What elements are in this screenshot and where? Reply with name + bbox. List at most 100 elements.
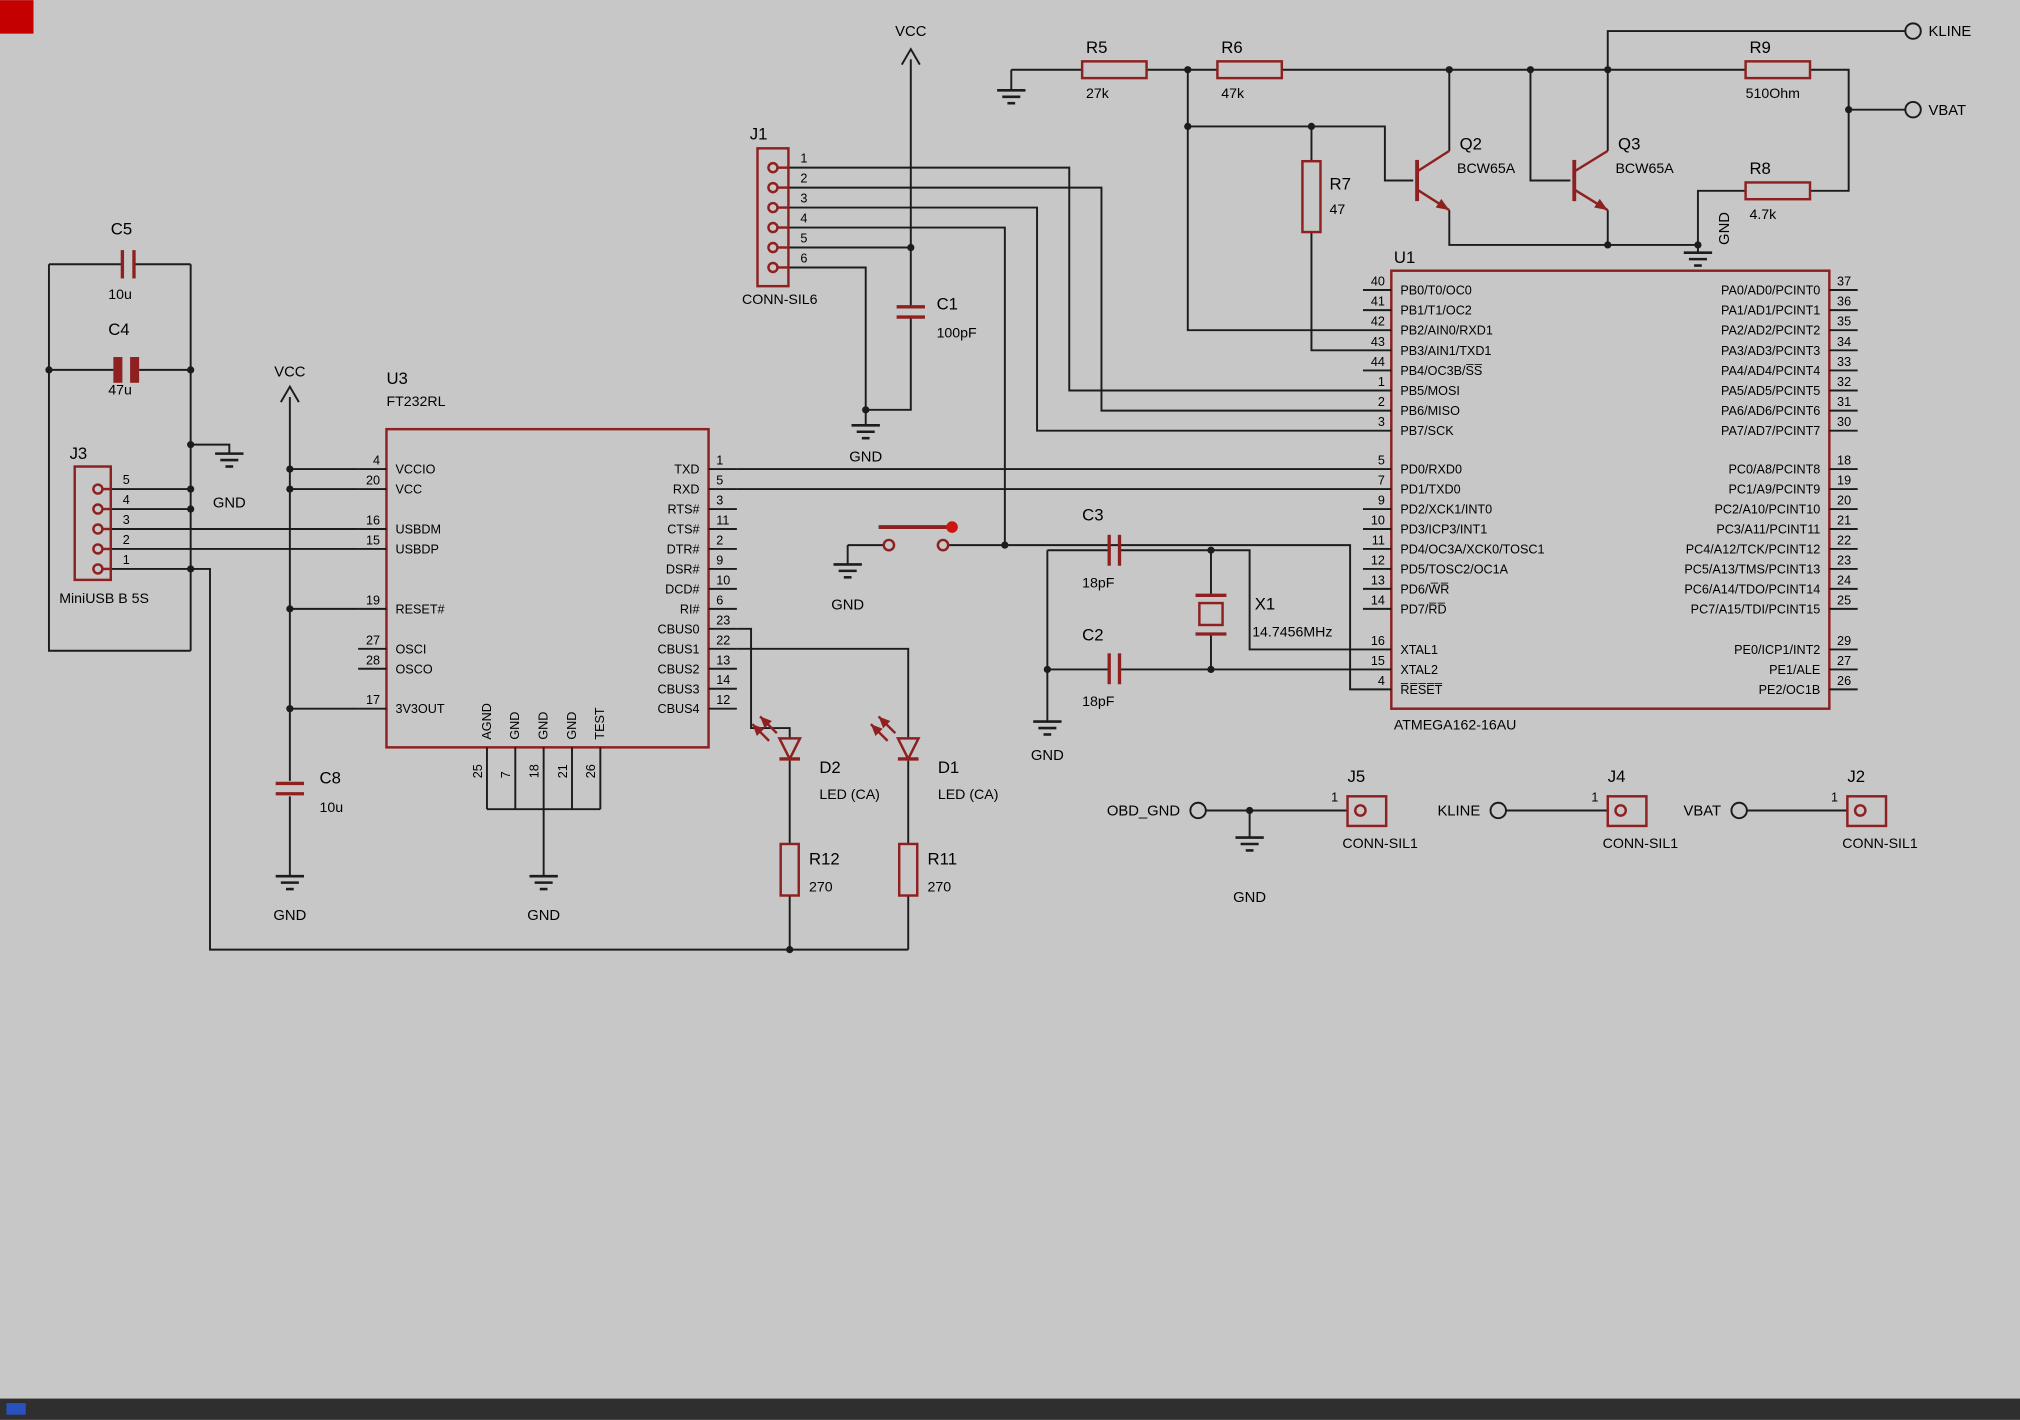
svg-text:PC3/A11/PCINT11: PC3/A11/PCINT11 bbox=[1716, 523, 1820, 537]
u3-pin-left: 4 VCCIO bbox=[358, 454, 436, 477]
u1-pin-left: 9 PD2/XCK1/INT0 bbox=[1362, 494, 1492, 517]
u3-pin-right: 3 RTS# bbox=[668, 494, 737, 517]
u3-pin-right: 2 DTR# bbox=[667, 533, 737, 556]
gnd-symbol bbox=[1235, 836, 1264, 852]
svg-text:PB6/MISO: PB6/MISO bbox=[1400, 404, 1460, 418]
svg-text:CBUS1: CBUS1 bbox=[657, 642, 699, 656]
u1-pin-right: 31 PA6/AD6/PCINT6 bbox=[1721, 395, 1858, 418]
terminal-kline-top[interactable]: KLINE bbox=[1904, 22, 1971, 40]
component-d2[interactable]: D2 LED (CA) bbox=[749, 713, 880, 803]
component-j2[interactable]: J2 1 CONN-SIL1 bbox=[1831, 767, 1918, 852]
u1-pin-right: 34 PA3/AD3/PCINT3 bbox=[1721, 335, 1858, 358]
svg-text:PA1/AD1/PCINT1: PA1/AD1/PCINT1 bbox=[1721, 304, 1820, 318]
svg-text:VCC: VCC bbox=[395, 483, 422, 497]
c3-ref: C3 bbox=[1082, 506, 1103, 525]
svg-text:PC1/A9/PCINT9: PC1/A9/PCINT9 bbox=[1729, 483, 1821, 497]
component-j1[interactable]: J1 CONN-SIL6 1 2 3 4 bbox=[742, 124, 818, 308]
j5-ref: J5 bbox=[1348, 767, 1366, 786]
component-reset-button[interactable] bbox=[878, 521, 958, 552]
component-c1[interactable]: C1 100pF bbox=[896, 294, 977, 342]
svg-text:PD7/R̅D̅: PD7/R̅D̅ bbox=[1400, 602, 1446, 616]
component-r11[interactable]: R11 270 bbox=[897, 842, 957, 897]
wires bbox=[47, 30, 1906, 951]
terminal-obd-gnd[interactable]: OBD_GND bbox=[1107, 801, 1207, 820]
svg-text:XTAL2: XTAL2 bbox=[1400, 663, 1438, 677]
u3-pin-left: 20 VCC bbox=[358, 474, 422, 497]
u3-pin-right: 9 DSR# bbox=[666, 553, 737, 576]
component-x1[interactable]: X1 14.7456MHz bbox=[1195, 593, 1333, 641]
component-q3[interactable]: Q3 BCW65A bbox=[1572, 135, 1674, 215]
component-r7[interactable]: R7 47 bbox=[1301, 159, 1351, 234]
u1-pin-right: 27 PE1/ALE bbox=[1769, 654, 1858, 677]
u3-pin-right: 12 CBUS4 bbox=[657, 693, 737, 716]
svg-text:GND: GND bbox=[537, 712, 551, 740]
component-c3[interactable]: C3 18pF bbox=[1082, 506, 1122, 592]
u1-ref: U1 bbox=[1394, 248, 1415, 267]
j2-ref: J2 bbox=[1847, 767, 1865, 786]
j3-pin: 1 bbox=[92, 553, 130, 575]
component-r5[interactable]: R5 27k bbox=[1080, 38, 1148, 102]
ground-symbols bbox=[215, 89, 1713, 891]
svg-text:27: 27 bbox=[366, 633, 380, 647]
svg-text:RXD: RXD bbox=[673, 483, 700, 497]
origin-marker bbox=[0, 0, 34, 34]
component-c2[interactable]: C2 18pF bbox=[1082, 625, 1122, 710]
vcc-label: VCC bbox=[895, 24, 927, 40]
j2-type: CONN-SIL1 bbox=[1842, 836, 1918, 852]
u3-pin-right: 11 CTS# bbox=[667, 513, 737, 537]
component-c8[interactable]: C8 10u bbox=[275, 768, 343, 816]
vcc-arrow-icon bbox=[900, 47, 921, 66]
j1-ref: J1 bbox=[750, 124, 768, 143]
component-c5[interactable]: C5 10u bbox=[108, 220, 136, 303]
u1-pin-right: 25 PC7/A15/TDI/PCINT15 bbox=[1691, 593, 1858, 616]
svg-text:28: 28 bbox=[366, 653, 380, 667]
j3-pin: 5 bbox=[92, 473, 130, 495]
component-d1[interactable]: D1 LED (CA) bbox=[867, 713, 998, 803]
u1-pin-right: 32 PA5/AD5/PCINT5 bbox=[1721, 375, 1858, 398]
svg-text:PD5/TOSC2/OC1A: PD5/TOSC2/OC1A bbox=[1400, 562, 1508, 576]
d2-value: LED (CA) bbox=[819, 787, 880, 803]
u3-pin-right: 10 DCD# bbox=[665, 573, 737, 596]
component-r6[interactable]: R6 47k bbox=[1216, 38, 1284, 102]
svg-text:3: 3 bbox=[800, 191, 807, 205]
svg-text:23: 23 bbox=[1837, 553, 1851, 567]
power-labels: GND GND GND GND GND GND GND GND VCC VCC bbox=[213, 24, 1733, 924]
u1-pin-left: 14 PD7/R̅D̅ bbox=[1362, 593, 1447, 616]
component-j3[interactable]: J3 MiniUSB B 5S 5 4 3 2 bbox=[59, 444, 149, 607]
svg-text:5: 5 bbox=[123, 473, 130, 487]
component-r8[interactable]: R8 4.7k bbox=[1744, 159, 1812, 223]
r7-ref: R7 bbox=[1329, 175, 1350, 194]
svg-text:PE0/ICP1/INT2: PE0/ICP1/INT2 bbox=[1734, 643, 1820, 657]
svg-text:PB3/AIN1/TXD1: PB3/AIN1/TXD1 bbox=[1400, 344, 1491, 358]
u1-pin-left: 4 R̅E̅S̅E̅T̅ bbox=[1362, 674, 1443, 697]
u1-pin-left: 7 PD1/TXD0 bbox=[1362, 474, 1461, 497]
component-c4[interactable]: C4 47u bbox=[108, 320, 140, 398]
svg-text:2: 2 bbox=[123, 533, 130, 547]
svg-text:16: 16 bbox=[366, 513, 380, 527]
q3-ref: Q3 bbox=[1618, 135, 1640, 154]
svg-text:CBUS2: CBUS2 bbox=[657, 662, 699, 676]
component-r12[interactable]: R12 270 bbox=[779, 842, 840, 897]
terminal-vbat-mid[interactable]: VBAT bbox=[1684, 801, 1748, 820]
terminal-vbat-top[interactable]: VBAT bbox=[1904, 100, 1966, 119]
component-u1[interactable]: U1 ATMEGA162-16AU 40 PB0/T0/OC0 41 PB1/T… bbox=[1362, 248, 1858, 733]
component-j4[interactable]: J4 1 CONN-SIL1 bbox=[1591, 767, 1678, 852]
component-u3[interactable]: U3 FT232RL 4 VCCIO 20 VCC 16 USBDM 15 US… bbox=[358, 369, 737, 810]
j3-ref: J3 bbox=[70, 444, 88, 463]
terminal-kline-mid[interactable]: KLINE bbox=[1437, 801, 1507, 820]
j1-pin: 1 bbox=[767, 151, 807, 174]
svg-text:25: 25 bbox=[471, 764, 485, 778]
d1-ref: D1 bbox=[938, 758, 959, 777]
svg-text:RI#: RI# bbox=[680, 602, 700, 616]
d1-value: LED (CA) bbox=[938, 787, 999, 803]
svg-text:44: 44 bbox=[1371, 355, 1385, 369]
component-j5[interactable]: J5 1 CONN-SIL1 bbox=[1331, 767, 1418, 852]
component-q2[interactable]: Q2 BCW65A bbox=[1415, 135, 1516, 215]
j3-type: MiniUSB B 5S bbox=[59, 591, 149, 607]
u3-pin-right: 23 CBUS0 bbox=[657, 613, 737, 636]
svg-text:21: 21 bbox=[1837, 513, 1851, 527]
component-r9[interactable]: R9 510Ohm bbox=[1744, 38, 1812, 102]
svg-text:VCCIO: VCCIO bbox=[395, 463, 435, 477]
u3-pin-right: 1 TXD bbox=[674, 454, 737, 477]
svg-text:CBUS3: CBUS3 bbox=[657, 682, 699, 696]
